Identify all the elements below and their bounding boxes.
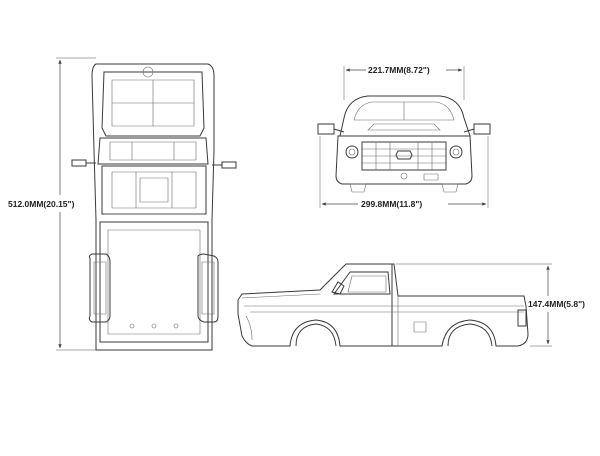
front-view	[317, 95, 491, 193]
height-dimension: 147.4MM(5.8")	[396, 263, 585, 347]
roof-width-label: 221.7MM(8.72")	[368, 65, 430, 75]
top-view	[71, 63, 237, 351]
length-label: 512.0MM(20.15")	[8, 199, 75, 209]
side-view	[237, 263, 529, 347]
body-width-label: 299.8MM(11.8")	[361, 199, 422, 209]
length-dimension: 512.0MM(20.15")	[8, 57, 96, 351]
height-label: 147.4MM(5.8")	[528, 299, 585, 309]
body-width-dimension: 299.8MM(11.8")	[319, 136, 489, 209]
roof-width-dimension: 221.7MM(8.72")	[343, 65, 465, 100]
